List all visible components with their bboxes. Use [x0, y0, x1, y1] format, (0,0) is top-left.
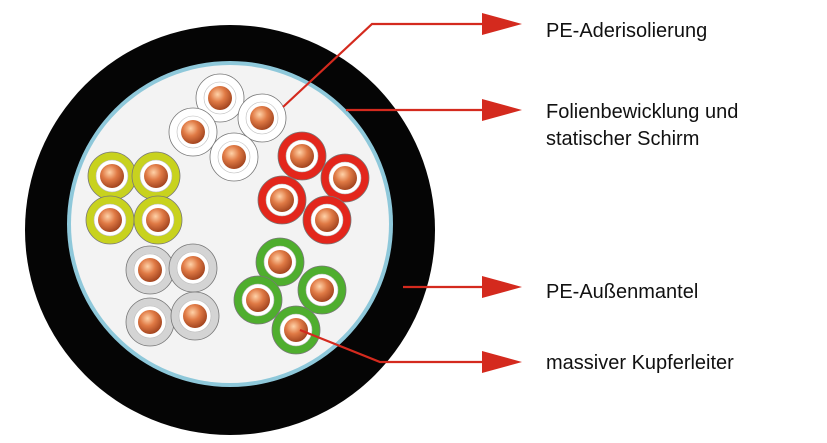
- copper-conductor: [270, 188, 294, 212]
- copper-conductor: [100, 164, 124, 188]
- arrow-head: [482, 276, 522, 298]
- arrow-pe-insulation: [282, 13, 522, 108]
- label-pe-outer-jacket: PE-Außenmantel: [546, 281, 699, 303]
- wire-group-red: [257, 131, 370, 245]
- wire: [320, 153, 370, 203]
- copper-conductor: [98, 208, 122, 232]
- copper-conductor: [284, 318, 308, 342]
- callout-arrows: [282, 13, 522, 373]
- wire: [209, 132, 259, 182]
- copper-conductor: [333, 166, 357, 190]
- wire: [271, 305, 321, 355]
- wire-group-grey: [125, 243, 220, 347]
- wire-group-green: [233, 237, 347, 355]
- label-solid-copper-conductor: massiver Kupferleiter: [546, 352, 734, 374]
- copper-conductor: [268, 250, 292, 274]
- wire: [168, 107, 218, 157]
- wire: [170, 291, 220, 341]
- copper-conductor: [208, 86, 232, 110]
- copper-conductor: [315, 208, 339, 232]
- copper-conductor: [138, 310, 162, 334]
- copper-conductor: [183, 304, 207, 328]
- arrow-head: [482, 13, 522, 35]
- wire-bundles: [85, 73, 370, 355]
- arrow-copper-conductor: [299, 328, 522, 373]
- wire: [133, 195, 183, 245]
- wire: [302, 195, 352, 245]
- arrow-line: [282, 22, 482, 108]
- wire: [255, 237, 305, 287]
- wire: [85, 195, 135, 245]
- wire: [125, 245, 175, 295]
- copper-conductor: [250, 106, 274, 130]
- arrow-foil-shield: [346, 99, 522, 121]
- copper-conductor: [246, 288, 270, 312]
- copper-conductor: [181, 120, 205, 144]
- wire: [131, 151, 181, 201]
- wire: [277, 131, 327, 181]
- arrow-pe-outer-jacket: [403, 276, 522, 298]
- wire: [237, 93, 287, 143]
- wire: [125, 297, 175, 347]
- wire: [233, 275, 283, 325]
- wire: [257, 175, 307, 225]
- copper-conductor: [146, 208, 170, 232]
- wire: [195, 73, 245, 123]
- arrow-line: [299, 328, 482, 364]
- arrow-head: [482, 99, 522, 121]
- copper-conductor: [144, 164, 168, 188]
- copper-conductor: [138, 258, 162, 282]
- label-foil-shield: Folienbewicklung und statischer Schirm: [546, 101, 739, 150]
- copper-conductor: [181, 256, 205, 280]
- copper-conductor: [310, 278, 334, 302]
- label-pe-insulation: PE-Aderisolierung: [546, 20, 708, 42]
- copper-conductor: [222, 145, 246, 169]
- copper-conductor: [290, 144, 314, 168]
- wire: [168, 243, 218, 293]
- arrow-head: [482, 351, 522, 373]
- wire-group-white: [168, 73, 287, 182]
- wire-group-yellow-green: [85, 151, 183, 245]
- wire: [87, 151, 137, 201]
- wire: [297, 265, 347, 315]
